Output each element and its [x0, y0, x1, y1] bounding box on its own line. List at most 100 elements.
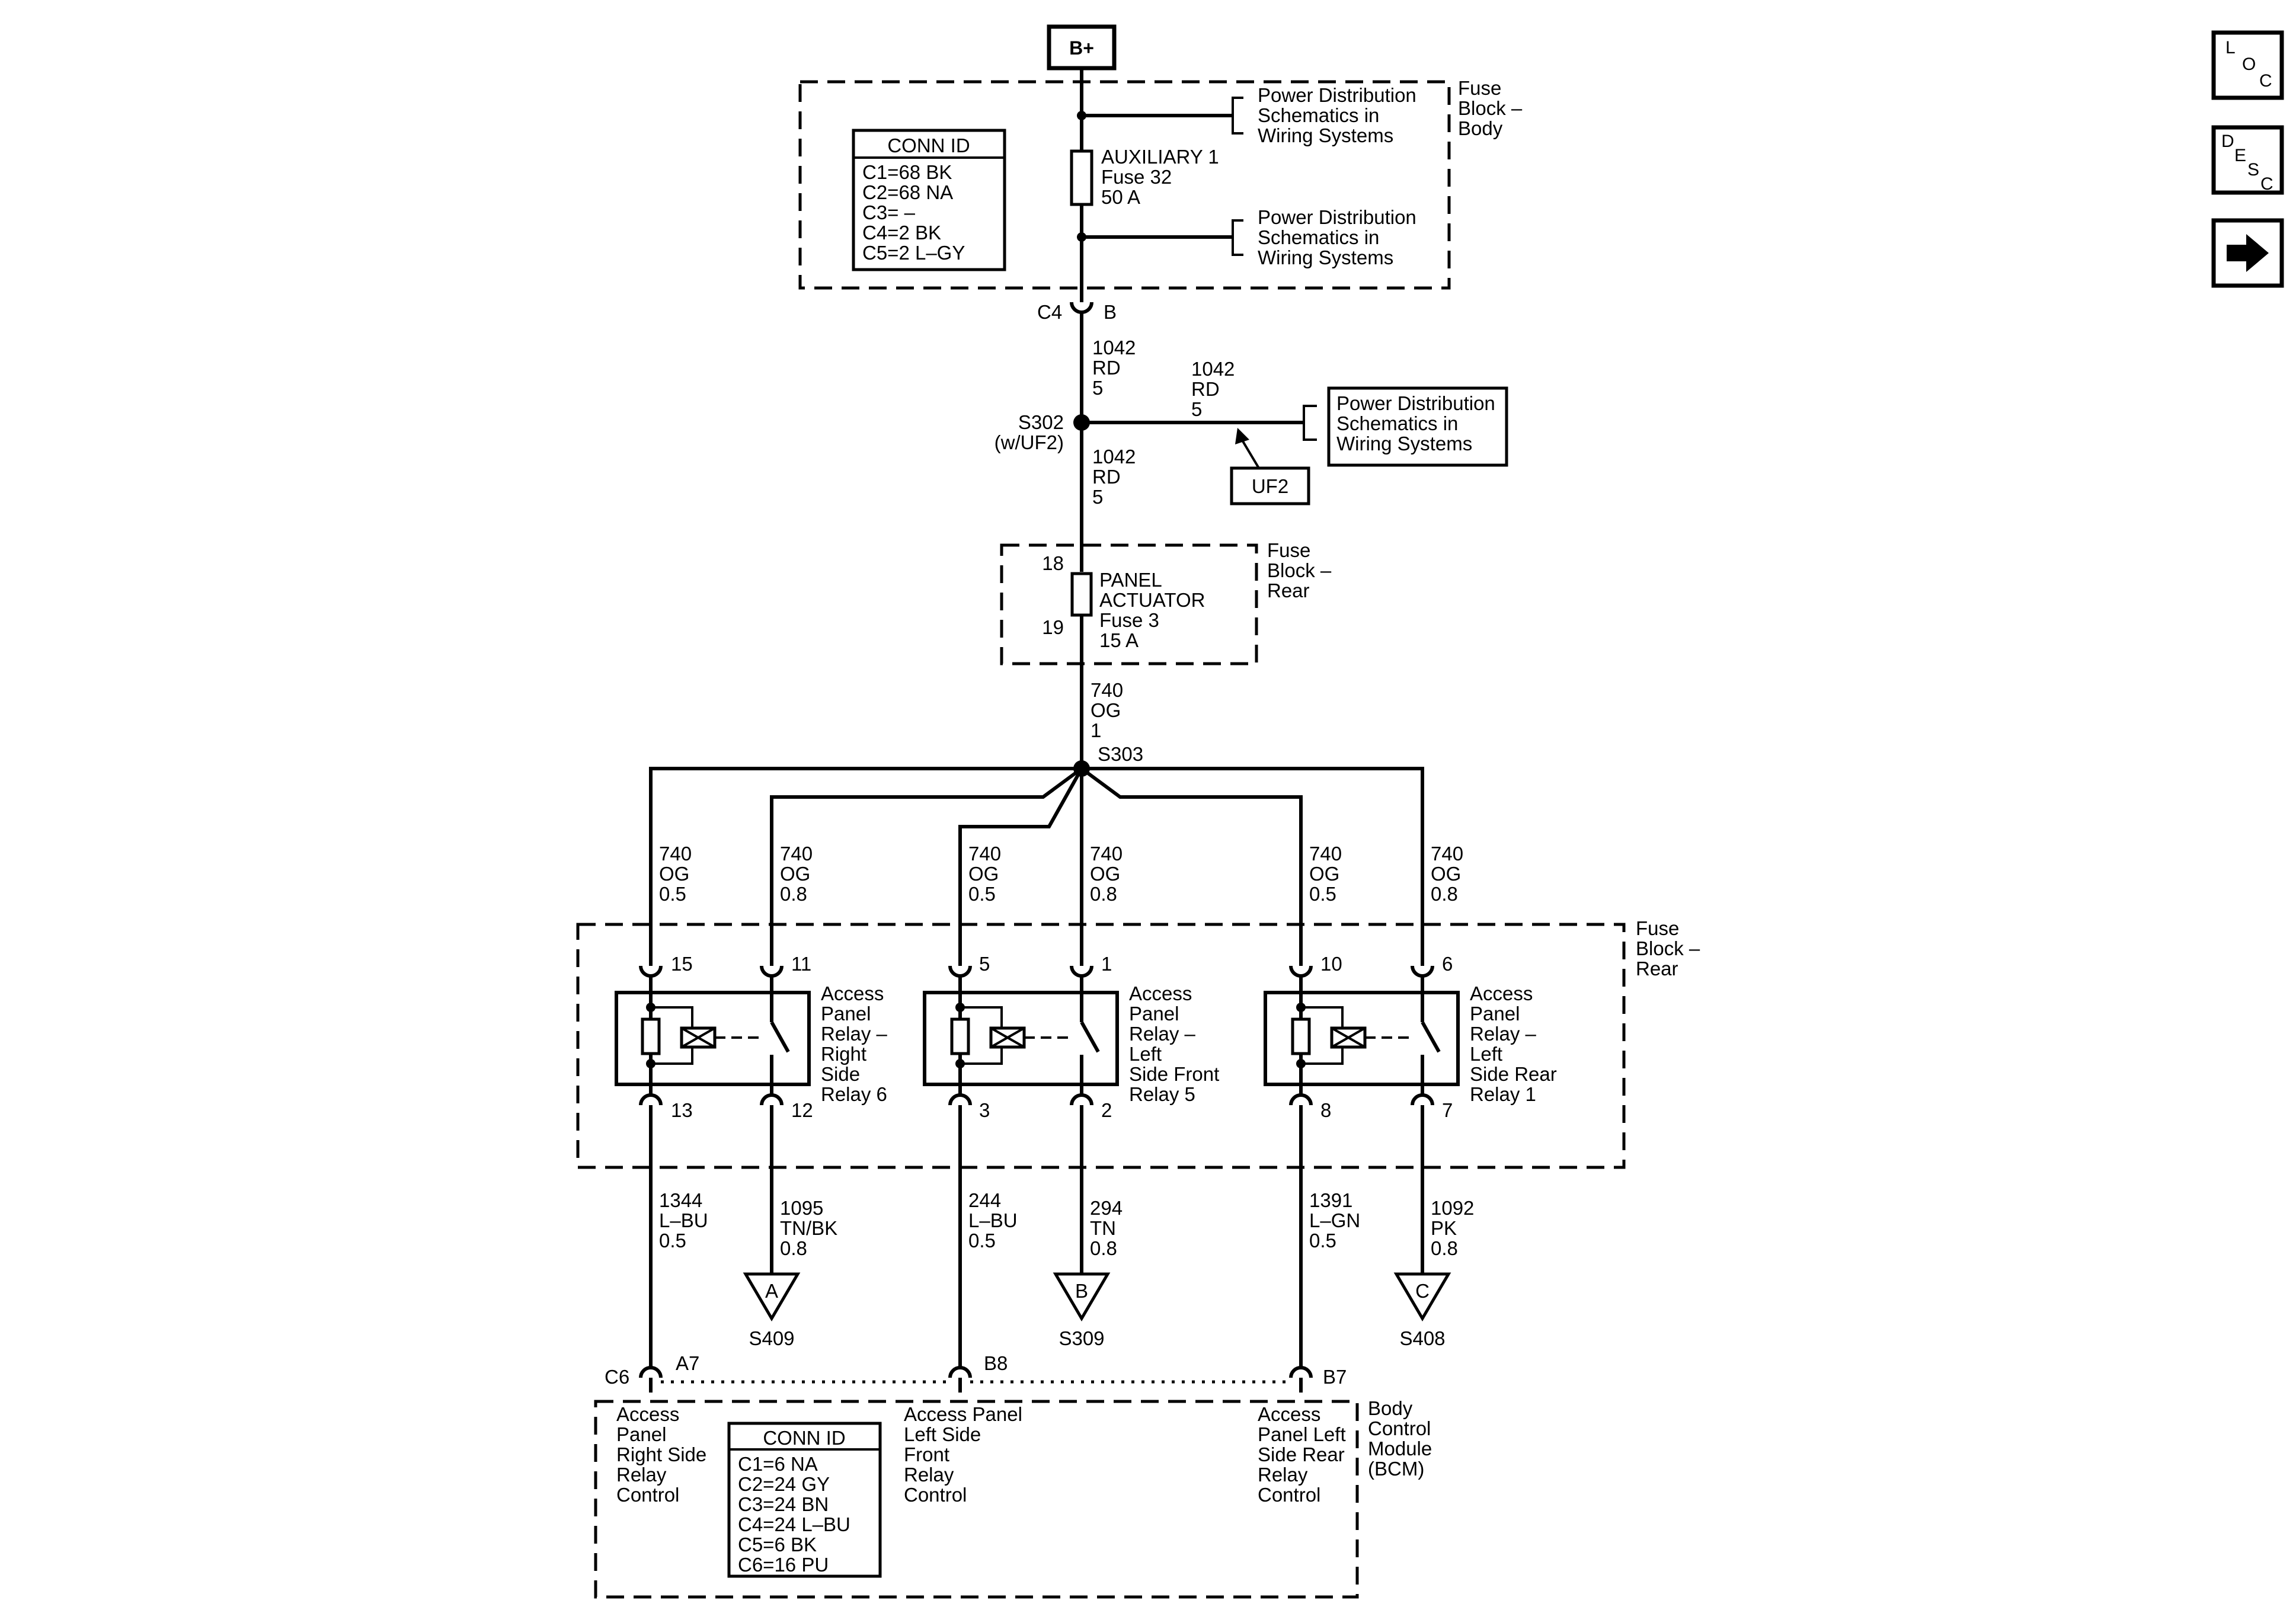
svg-text:C: C: [2260, 174, 2273, 194]
svg-text:1042: 1042: [1191, 358, 1235, 380]
svg-text:AUXILIARY 1: AUXILIARY 1: [1101, 146, 1219, 168]
wire-1042-label-lower: 1042 RD 5: [1092, 446, 1136, 508]
svg-text:Access: Access: [1470, 982, 1533, 1004]
svg-text:Side Rear: Side Rear: [1470, 1063, 1557, 1085]
svg-text:RD: RD: [1092, 466, 1121, 488]
svg-text:C6=16 PU: C6=16 PU: [738, 1554, 829, 1576]
svg-text:Relay 5: Relay 5: [1129, 1083, 1195, 1105]
svg-text:PK: PK: [1431, 1217, 1457, 1239]
bcm-connector-c6-label: C6: [605, 1366, 629, 1388]
svg-text:L–BU: L–BU: [968, 1209, 1018, 1231]
svg-text:Relay: Relay: [904, 1464, 954, 1486]
svg-text:Relay 1: Relay 1: [1470, 1083, 1536, 1105]
svg-text:C3= –: C3= –: [862, 201, 916, 223]
svg-text:L: L: [2225, 38, 2236, 57]
svg-text:Fuse 32: Fuse 32: [1101, 166, 1172, 188]
svg-text:OG: OG: [968, 863, 999, 885]
wire-1042-label-branch: 1042 RD 5: [1191, 358, 1235, 420]
bcm-label: Body Control Module (BCM): [1368, 1397, 1432, 1480]
svg-text:L–GN: L–GN: [1309, 1209, 1360, 1231]
svg-text:5: 5: [1092, 486, 1103, 508]
uf2-pointer-arrow: [1235, 428, 1249, 444]
relay-6-right-side: 15 11 13 12 Access Panel Relay – Right S…: [615, 953, 888, 1121]
svg-text:10: 10: [1320, 953, 1342, 975]
svg-text:Relay 6: Relay 6: [821, 1083, 887, 1105]
svg-text:1391: 1391: [1309, 1189, 1352, 1211]
svg-text:Block –: Block –: [1636, 937, 1700, 959]
svg-text:244: 244: [968, 1189, 1001, 1211]
conn-id-table-bcm: CONN ID C1=6 NA C2=24 GY C3=24 BN C4=24 …: [727, 1422, 882, 1578]
svg-text:0.8: 0.8: [780, 883, 807, 905]
svg-text:Body: Body: [1368, 1397, 1413, 1419]
svg-text:RD: RD: [1092, 357, 1121, 379]
svg-text:OG: OG: [1091, 699, 1121, 721]
svg-text:Panel: Panel: [1470, 1003, 1520, 1025]
svg-text:0.8: 0.8: [1090, 1237, 1117, 1259]
svg-text:Control: Control: [616, 1484, 679, 1506]
svg-text:1042: 1042: [1092, 446, 1136, 468]
fuse-block-body-outline: [798, 80, 1451, 290]
svg-text:Right: Right: [821, 1043, 866, 1065]
reference-b-s309[interactable]: B S309: [1053, 1272, 1111, 1349]
svg-text:Left: Left: [1470, 1043, 1502, 1065]
svg-text:740: 740: [1091, 679, 1123, 701]
svg-text:Wiring Systems: Wiring Systems: [1336, 433, 1472, 454]
svg-text:740: 740: [1090, 843, 1123, 865]
loc-button[interactable]: L O C: [2211, 30, 2284, 100]
svg-text:Fuse: Fuse: [1458, 77, 1501, 99]
option-uf2-box: [1230, 466, 1310, 505]
svg-text:Side Front: Side Front: [1129, 1063, 1219, 1085]
svg-text:S: S: [2247, 160, 2259, 180]
svg-text:Left: Left: [1129, 1043, 1162, 1065]
reference-c-s408[interactable]: C S408: [1393, 1272, 1451, 1349]
svg-text:Schematics in: Schematics in: [1258, 104, 1379, 126]
svg-text:1095: 1095: [780, 1197, 823, 1219]
svg-text:7: 7: [1442, 1099, 1453, 1121]
svg-text:C1=68 BK: C1=68 BK: [862, 161, 952, 183]
connector-c4-symbol: [1070, 302, 1093, 314]
power-distribution-ref-s302[interactable]: Power Distribution Schematics in Wiring …: [1336, 392, 1495, 454]
fuse-block-rear-label-top: Fuse Block – Rear: [1267, 539, 1332, 601]
svg-text:Panel: Panel: [616, 1423, 666, 1445]
svg-text:294: 294: [1090, 1197, 1123, 1219]
svg-text:S302: S302: [1018, 411, 1064, 433]
svg-text:Relay –: Relay –: [1129, 1023, 1196, 1045]
relay-5-left-side-front: 5 1 3 2 Access Panel Relay – Left Side F…: [923, 953, 1219, 1121]
svg-text:1: 1: [1091, 719, 1101, 741]
svg-text:C5=6 BK: C5=6 BK: [738, 1534, 817, 1555]
svg-text:Panel: Panel: [1129, 1003, 1179, 1025]
svg-text:0.8: 0.8: [780, 1237, 807, 1259]
wire-740-main-label: 740 OG 1: [1091, 679, 1123, 741]
svg-text:1092: 1092: [1431, 1197, 1474, 1219]
next-button[interactable]: [2211, 218, 2284, 288]
svg-text:Relay –: Relay –: [821, 1023, 888, 1045]
connector-c4-pin: B: [1104, 301, 1117, 323]
arrow-right-icon: [2227, 234, 2269, 272]
desc-button[interactable]: D E S C: [2211, 125, 2284, 195]
svg-text:0.8: 0.8: [1431, 883, 1458, 905]
svg-text:S309: S309: [1059, 1327, 1104, 1349]
svg-text:Rear: Rear: [1636, 958, 1678, 980]
bcm-input-right-side: Access Panel Right Side Relay Control: [616, 1403, 706, 1506]
svg-text:Rear: Rear: [1267, 580, 1310, 601]
svg-text:Left Side: Left Side: [904, 1423, 981, 1445]
power-distribution-ref-s302-box[interactable]: [1327, 386, 1508, 467]
power-distribution-ref-top[interactable]: Power Distribution Schematics in Wiring …: [1258, 84, 1416, 146]
svg-text:Relay: Relay: [616, 1464, 667, 1486]
svg-text:Power Distribution: Power Distribution: [1258, 206, 1416, 228]
power-distribution-ref-bottom[interactable]: Power Distribution Schematics in Wiring …: [1258, 206, 1416, 268]
svg-text:Fuse 3: Fuse 3: [1099, 609, 1159, 631]
svg-text:Module: Module: [1368, 1438, 1432, 1459]
svg-text:L–BU: L–BU: [659, 1209, 708, 1231]
svg-text:Panel: Panel: [821, 1003, 871, 1025]
reference-a-s409[interactable]: A S409: [743, 1272, 801, 1349]
svg-text:Side: Side: [821, 1063, 860, 1085]
svg-text:C4=24 L–BU: C4=24 L–BU: [738, 1513, 850, 1535]
svg-text:C: C: [2259, 71, 2272, 91]
svg-text:PANEL: PANEL: [1099, 569, 1162, 591]
svg-text:6: 6: [1442, 953, 1453, 975]
svg-text:1344: 1344: [659, 1189, 702, 1211]
svg-text:OG: OG: [1309, 863, 1339, 885]
svg-text:Access: Access: [1129, 982, 1192, 1004]
